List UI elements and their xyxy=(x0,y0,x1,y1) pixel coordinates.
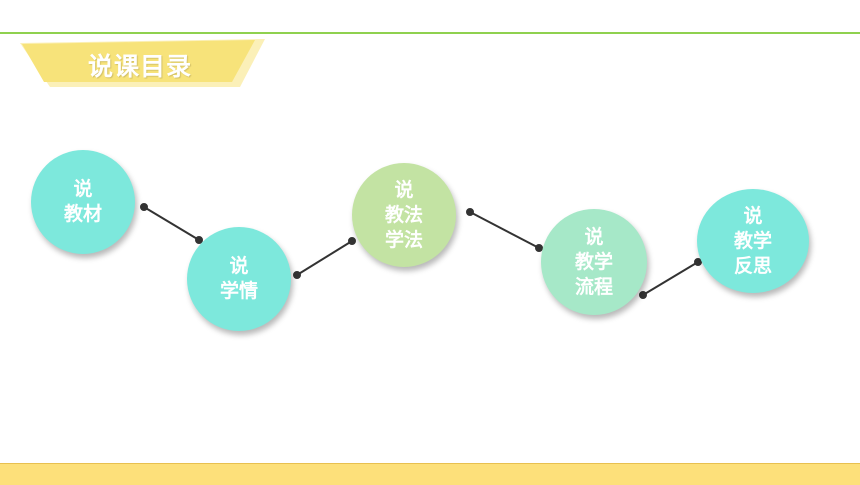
circle-label-line: 说 xyxy=(584,225,604,248)
connector-line-4 xyxy=(642,261,699,296)
connector-dot xyxy=(639,291,647,299)
page-title: 说课目录 xyxy=(88,52,193,81)
circle-label-line: 说 xyxy=(73,178,93,200)
circle-label-line: 反思 xyxy=(733,254,772,277)
connector-dot xyxy=(348,237,356,245)
banner-shape xyxy=(22,40,255,82)
circle-label-line: 流程 xyxy=(574,275,613,298)
top-accent-line xyxy=(0,32,860,34)
circle-label-line: 学情 xyxy=(219,280,258,302)
connector-dot xyxy=(140,203,148,211)
section-circle-teaching-methods[interactable]: 说 教法 学法 xyxy=(352,163,456,267)
bottom-bar xyxy=(0,463,860,485)
connector-line-3 xyxy=(469,211,540,249)
connector-line-1 xyxy=(143,206,200,241)
title-banner xyxy=(20,39,265,87)
section-circle-teaching-material[interactable]: 说 教材 xyxy=(31,150,135,254)
circle-label-line: 说 xyxy=(394,178,414,201)
connector-dot xyxy=(466,208,474,216)
circle-label-line: 教材 xyxy=(63,203,102,225)
connector-dot xyxy=(293,271,301,279)
circle-label-line: 教学 xyxy=(574,250,613,273)
connector-line-2 xyxy=(296,240,353,276)
section-circle-teaching-process[interactable]: 说 教学 流程 xyxy=(541,209,647,315)
section-circle-student-analysis[interactable]: 说 学情 xyxy=(187,227,291,331)
circle-label-line: 说 xyxy=(229,255,249,277)
circle-label-line: 学法 xyxy=(384,228,423,251)
connector-dot xyxy=(195,236,203,244)
circle-label-line: 教学 xyxy=(733,229,772,252)
circle-label-line: 教法 xyxy=(384,203,423,226)
section-circle-teaching-reflection[interactable]: 说 教学 反思 xyxy=(697,189,809,293)
connector-dot xyxy=(535,244,543,252)
circle-label-line: 说 xyxy=(743,204,763,227)
